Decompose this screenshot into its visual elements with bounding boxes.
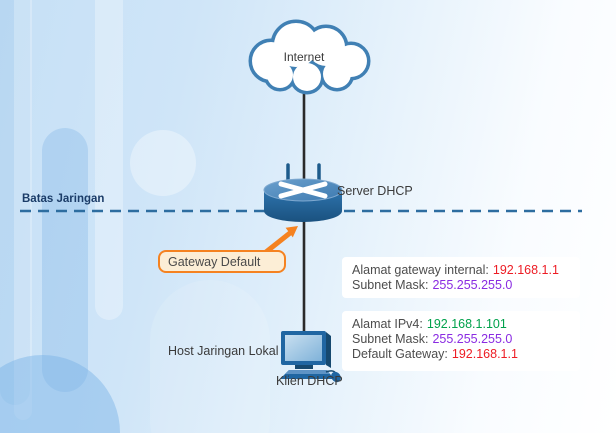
- info-value: 192.168.1.101: [426, 317, 507, 331]
- info-label: Alamat IPv4:: [352, 317, 423, 331]
- info-line: Subnet Mask:255.255.255.0: [352, 332, 580, 347]
- client-info-box: Alamat IPv4:192.168.1.101 Subnet Mask:25…: [342, 311, 580, 371]
- info-value: 255.255.255.0: [432, 332, 513, 346]
- gateway-info-box: Alamat gateway internal:192.168.1.1 Subn…: [342, 257, 580, 298]
- dhcp-client-label: Klien DHCP: [276, 374, 343, 388]
- internet-label: Internet: [283, 50, 325, 64]
- dhcp-client-computer-icon: [280, 331, 341, 383]
- info-value: 192.168.1.1: [492, 263, 559, 277]
- info-label: Default Gateway:: [352, 347, 448, 361]
- info-line: Subnet Mask:255.255.255.0: [352, 278, 580, 293]
- callout-label: Gateway Default: [168, 254, 261, 269]
- info-label: Subnet Mask:: [352, 278, 429, 292]
- local-host-label: Host Jaringan Lokal: [168, 344, 279, 358]
- info-line: Alamat IPv4:192.168.1.101: [352, 317, 580, 332]
- info-line: Alamat gateway internal:192.168.1.1: [352, 263, 580, 278]
- info-value: 255.255.255.0: [432, 278, 513, 292]
- info-line: Default Gateway:192.168.1.1: [352, 347, 580, 362]
- info-value: 192.168.1.1: [451, 347, 518, 361]
- gateway-default-callout: Gateway Default: [158, 250, 286, 273]
- info-label: Subnet Mask:: [352, 332, 429, 346]
- network-boundary-label: Batas Jaringan: [22, 193, 105, 205]
- callout-arrow: [264, 226, 298, 254]
- internet-cloud-icon: [248, 19, 371, 95]
- dhcp-server-router-icon: [263, 163, 343, 222]
- server-dhcp-label: Server DHCP: [337, 184, 413, 198]
- info-label: Alamat gateway internal:: [352, 263, 489, 277]
